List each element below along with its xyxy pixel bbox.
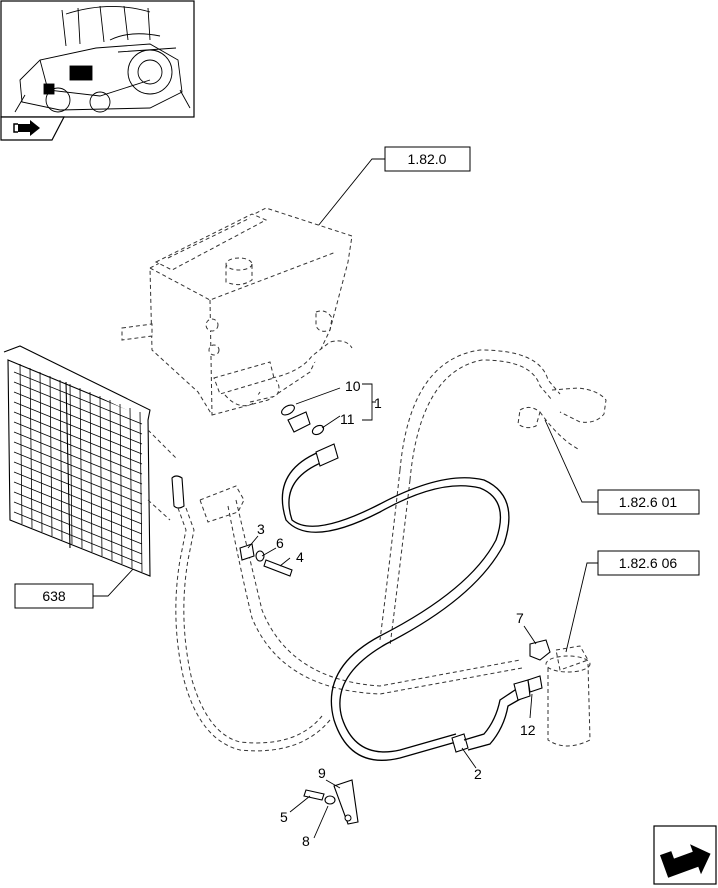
back-arrow-icon[interactable] [0, 116, 65, 141]
ref-label-upper-pipe: 1.82.6 01 [619, 494, 678, 510]
fitting-parts [239, 404, 551, 825]
ref-box-radiator[interactable]: 638 [14, 583, 94, 609]
ref-box-filter[interactable]: 1.82.6 06 [597, 550, 700, 576]
dashed-existing-hoses [175, 349, 607, 752]
callout-5: 5 [280, 809, 288, 825]
main-hose [281, 443, 531, 761]
oil-cooler-radiator [3, 345, 185, 577]
ref-label-tank: 1.82.0 [408, 151, 447, 167]
tractor-thumbnail-icon[interactable] [0, 0, 195, 118]
callout-9: 9 [318, 765, 326, 781]
ref-label-radiator: 638 [42, 588, 66, 604]
reference-leaders [93, 158, 598, 653]
callout-8: 8 [302, 833, 310, 849]
ref-box-tank[interactable]: 1.82.0 [384, 146, 471, 172]
callout-11: 11 [340, 411, 355, 427]
callout-leaders [247, 383, 537, 839]
callout-6: 6 [276, 535, 284, 551]
ref-box-upper-pipe[interactable]: 1.82.6 01 [597, 489, 700, 515]
ref-label-filter: 1.82.6 06 [619, 555, 678, 571]
callout-4: 4 [296, 549, 304, 565]
callout-numbers: 10 11 1 2 3 6 4 5 8 9 7 12 [257, 378, 536, 849]
callout-3: 3 [257, 521, 265, 537]
callout-7: 7 [516, 610, 524, 626]
callout-12: 12 [520, 722, 536, 738]
callout-10: 10 [345, 378, 361, 394]
callout-2: 2 [474, 766, 482, 782]
callout-1: 1 [374, 395, 382, 411]
hydraulic-tank [121, 207, 353, 416]
next-page-arrow-icon[interactable] [653, 825, 717, 885]
